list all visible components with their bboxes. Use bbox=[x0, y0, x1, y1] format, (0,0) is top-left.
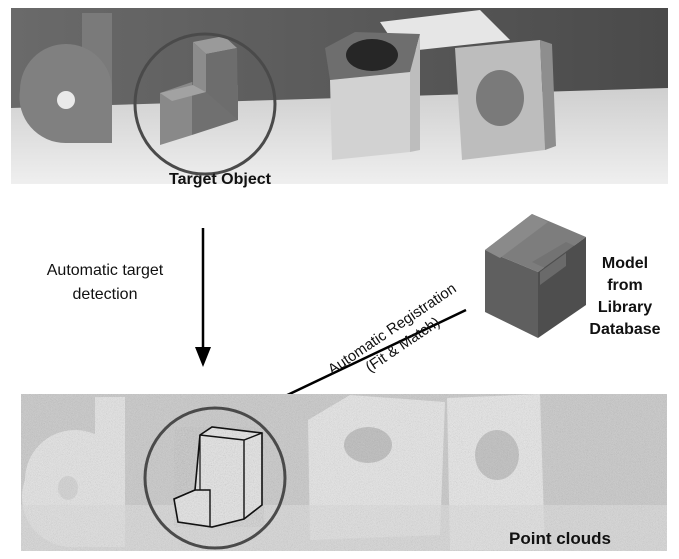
detection-label: Automatic target detection bbox=[30, 259, 180, 307]
model-label-line1: Model bbox=[601, 255, 649, 272]
model-label-line3: Library bbox=[597, 299, 653, 316]
model-library-label: Model from Library Database bbox=[575, 253, 675, 341]
arrow-down-head bbox=[195, 347, 211, 367]
object-l-block bbox=[160, 36, 238, 145]
arrow-diagonal-icon bbox=[257, 308, 467, 411]
pointcloud-l-block bbox=[173, 426, 264, 528]
object-d-shape bbox=[19, 13, 112, 144]
target-object-label: Target Object bbox=[169, 171, 271, 188]
detection-label-line2: detection bbox=[72, 286, 138, 303]
l-shaped-block-icon bbox=[485, 214, 586, 338]
highlight-circle-icon bbox=[143, 406, 287, 550]
highlight-circle-icon bbox=[133, 32, 277, 176]
point-clouds-label: Point clouds bbox=[509, 529, 611, 548]
object-square-block bbox=[325, 32, 420, 160]
model-label-line4: Database bbox=[589, 321, 661, 338]
target-photo bbox=[11, 8, 668, 184]
object-plate bbox=[455, 40, 556, 160]
detection-label-line1: Automatic target bbox=[46, 262, 164, 279]
point-cloud-panel bbox=[21, 394, 667, 551]
model-label-line2: from bbox=[607, 277, 643, 294]
